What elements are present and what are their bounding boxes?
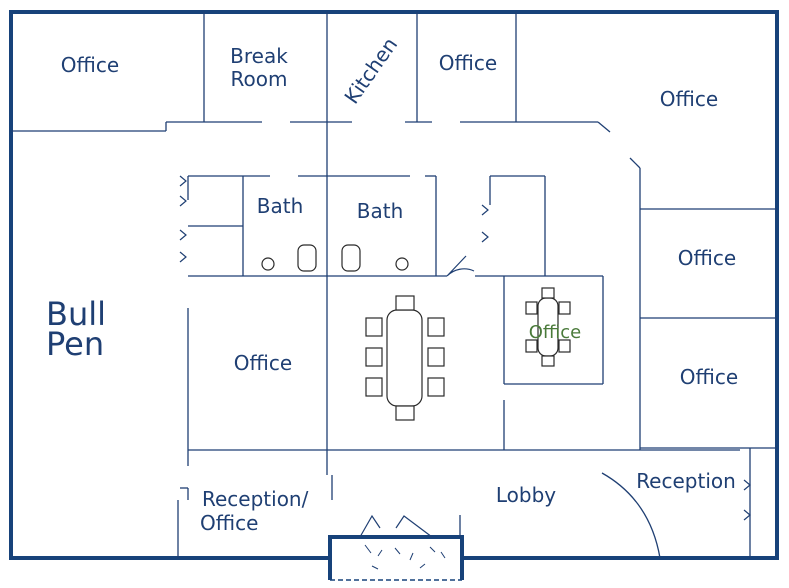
label-office-center: Office (234, 351, 292, 375)
label-bath-left: Bath (257, 194, 304, 218)
label-break-room-line1: Break (230, 44, 288, 68)
label-office-small: Office (529, 322, 582, 343)
label-bath-right: Bath (357, 199, 404, 223)
label-bull-pen-line1: Bull (46, 295, 106, 333)
doors (179, 175, 751, 538)
label-reception-office-line2: Office (200, 511, 258, 535)
label-office-right-1: Office (678, 246, 736, 270)
label-office-top-left: Office (61, 53, 119, 77)
interior-walls (11, 12, 777, 559)
label-lobby: Lobby (496, 483, 556, 507)
conference-table (363, 295, 447, 426)
label-office-right-2: Office (680, 365, 738, 389)
label-reception: Reception (636, 469, 736, 493)
label-office-top-mid: Office (439, 51, 497, 75)
label-office-top-right: Office (660, 87, 718, 111)
toilet-fixtures (261, 244, 409, 272)
label-reception-office-line1: Reception/ (202, 487, 309, 511)
label-bull-pen-line2: Pen (46, 325, 104, 363)
room-labels: Office Break Room Kitchen Office Office … (46, 33, 738, 535)
small-meeting-table (525, 287, 571, 367)
entrance-vestibule (328, 535, 464, 581)
label-break-room-line2: Room (231, 67, 288, 91)
label-kitchen: Kitchen (339, 33, 402, 108)
